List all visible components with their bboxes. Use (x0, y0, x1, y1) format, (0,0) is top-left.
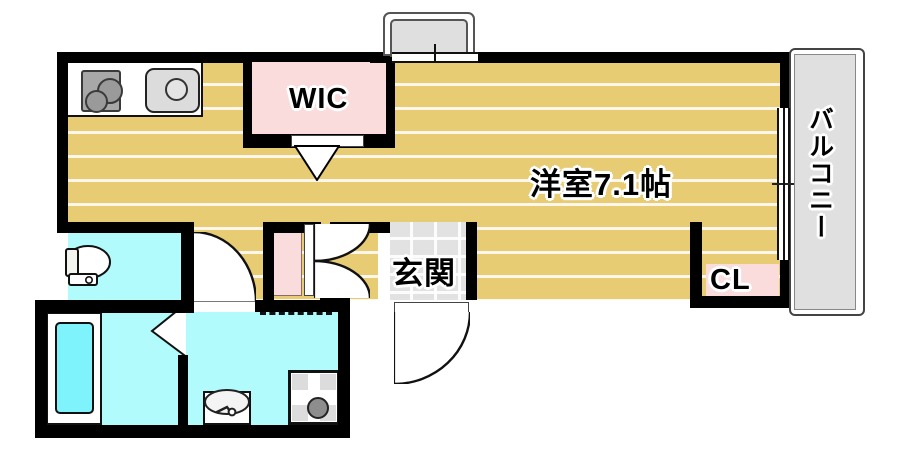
wall-genkan-threshold-top (378, 222, 390, 233)
wall-washroom-right (338, 300, 350, 438)
wall-bath-bottom (35, 425, 350, 438)
washing-machine-pan (288, 370, 340, 425)
wall-toilet-right (181, 222, 194, 302)
balcony-label: バルコニー (805, 106, 834, 241)
balcony-floor (794, 54, 856, 310)
wall-bottom-main-right (690, 222, 702, 308)
wic-door-triangle-icon (293, 145, 341, 182)
wall-below-main-a (57, 222, 194, 233)
balcony-door-mullion (783, 108, 785, 260)
window-top-mullion (434, 44, 436, 62)
wic-label: WIC (289, 83, 349, 115)
wm-foot-bl (292, 405, 308, 421)
washroom-opening-dash (260, 312, 332, 315)
cl-floor (706, 264, 779, 300)
main-room-label: 洋室7.1帖 (530, 167, 673, 202)
wall-top-bay-left (370, 52, 392, 63)
wall-bath-left (35, 300, 47, 438)
entrance-floor (389, 222, 474, 300)
wm-foot-tr (320, 374, 336, 390)
wall-genkan-left (263, 222, 274, 300)
entrance-label: 玄関 (392, 256, 456, 291)
wall-top-bay-right (478, 52, 780, 63)
wm-drain-icon (307, 397, 329, 419)
stove (81, 70, 123, 113)
wall-left-outer (57, 52, 68, 232)
wall-genkan-right (466, 222, 477, 300)
kitchen-sink-drain-icon (165, 78, 188, 101)
kitchen-sink (145, 68, 200, 113)
toilet-door-swing-arc (193, 230, 258, 303)
wall-bath-tub-divider (178, 355, 188, 425)
stove-burner-small (85, 90, 108, 113)
wall-toilet-bottom (35, 300, 194, 313)
toilet-fixture (64, 243, 116, 291)
wic-floor (252, 62, 386, 134)
wall-genkan-threshold (378, 222, 390, 300)
washbasin (203, 386, 251, 425)
wall-washroom-top-b (320, 296, 350, 312)
wm-foot-tl (292, 374, 308, 390)
cl-label: CL (710, 264, 751, 296)
shoe-cabinet (272, 226, 302, 296)
genkan-door-frame (304, 224, 314, 296)
entrance-door-swing-arc (392, 311, 472, 386)
wall-below-main-b (263, 222, 321, 233)
wall-top-left (57, 52, 244, 63)
bathtub (55, 322, 94, 414)
genkan-double-door[interactable] (312, 223, 372, 299)
wall-bottom-main-seg (690, 296, 792, 308)
